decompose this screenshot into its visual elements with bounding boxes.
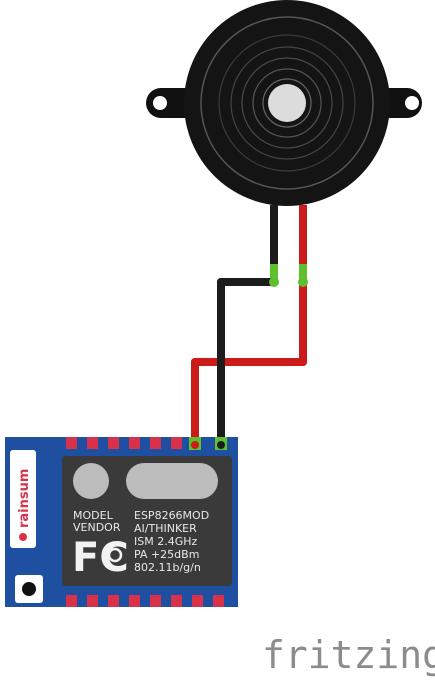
- brand-dot-icon: [19, 533, 27, 541]
- mount-hole-icon: [22, 582, 36, 596]
- top-pads: [66, 437, 182, 449]
- label-manufacturer: AI/THINKER: [134, 522, 197, 535]
- wire-joint-red: [298, 277, 308, 287]
- label-model: MODEL: [73, 509, 114, 522]
- fritzing-watermark: fritzing: [262, 633, 435, 677]
- buzzer-pin-black: [270, 264, 278, 282]
- brand-label: rainsum: [17, 469, 32, 528]
- wire-red: [191, 282, 307, 445]
- buzzer-pin-red: [299, 264, 307, 282]
- wire-joint-black: [269, 277, 279, 287]
- shield-circle-icon: [73, 463, 109, 499]
- brand-strip: [10, 450, 36, 548]
- label-vendor: VENDOR: [73, 521, 121, 534]
- label-standard: 802.11b/g/n: [134, 561, 201, 574]
- bottom-pads: [66, 595, 224, 607]
- buzzer-leg-red: [299, 205, 307, 265]
- label-chip: ESP8266MOD: [134, 509, 209, 522]
- label-band: ISM 2.4GHz: [134, 535, 198, 548]
- label-power: PA +25dBm: [134, 548, 199, 561]
- buzzer-leg-black: [270, 205, 278, 265]
- esp8266-module: rainsum MODEL VENDOR FC ESP8266MOD AI/TH…: [5, 437, 238, 607]
- shield-oval-icon: [126, 463, 218, 499]
- piezo-buzzer-icon: [146, 0, 422, 206]
